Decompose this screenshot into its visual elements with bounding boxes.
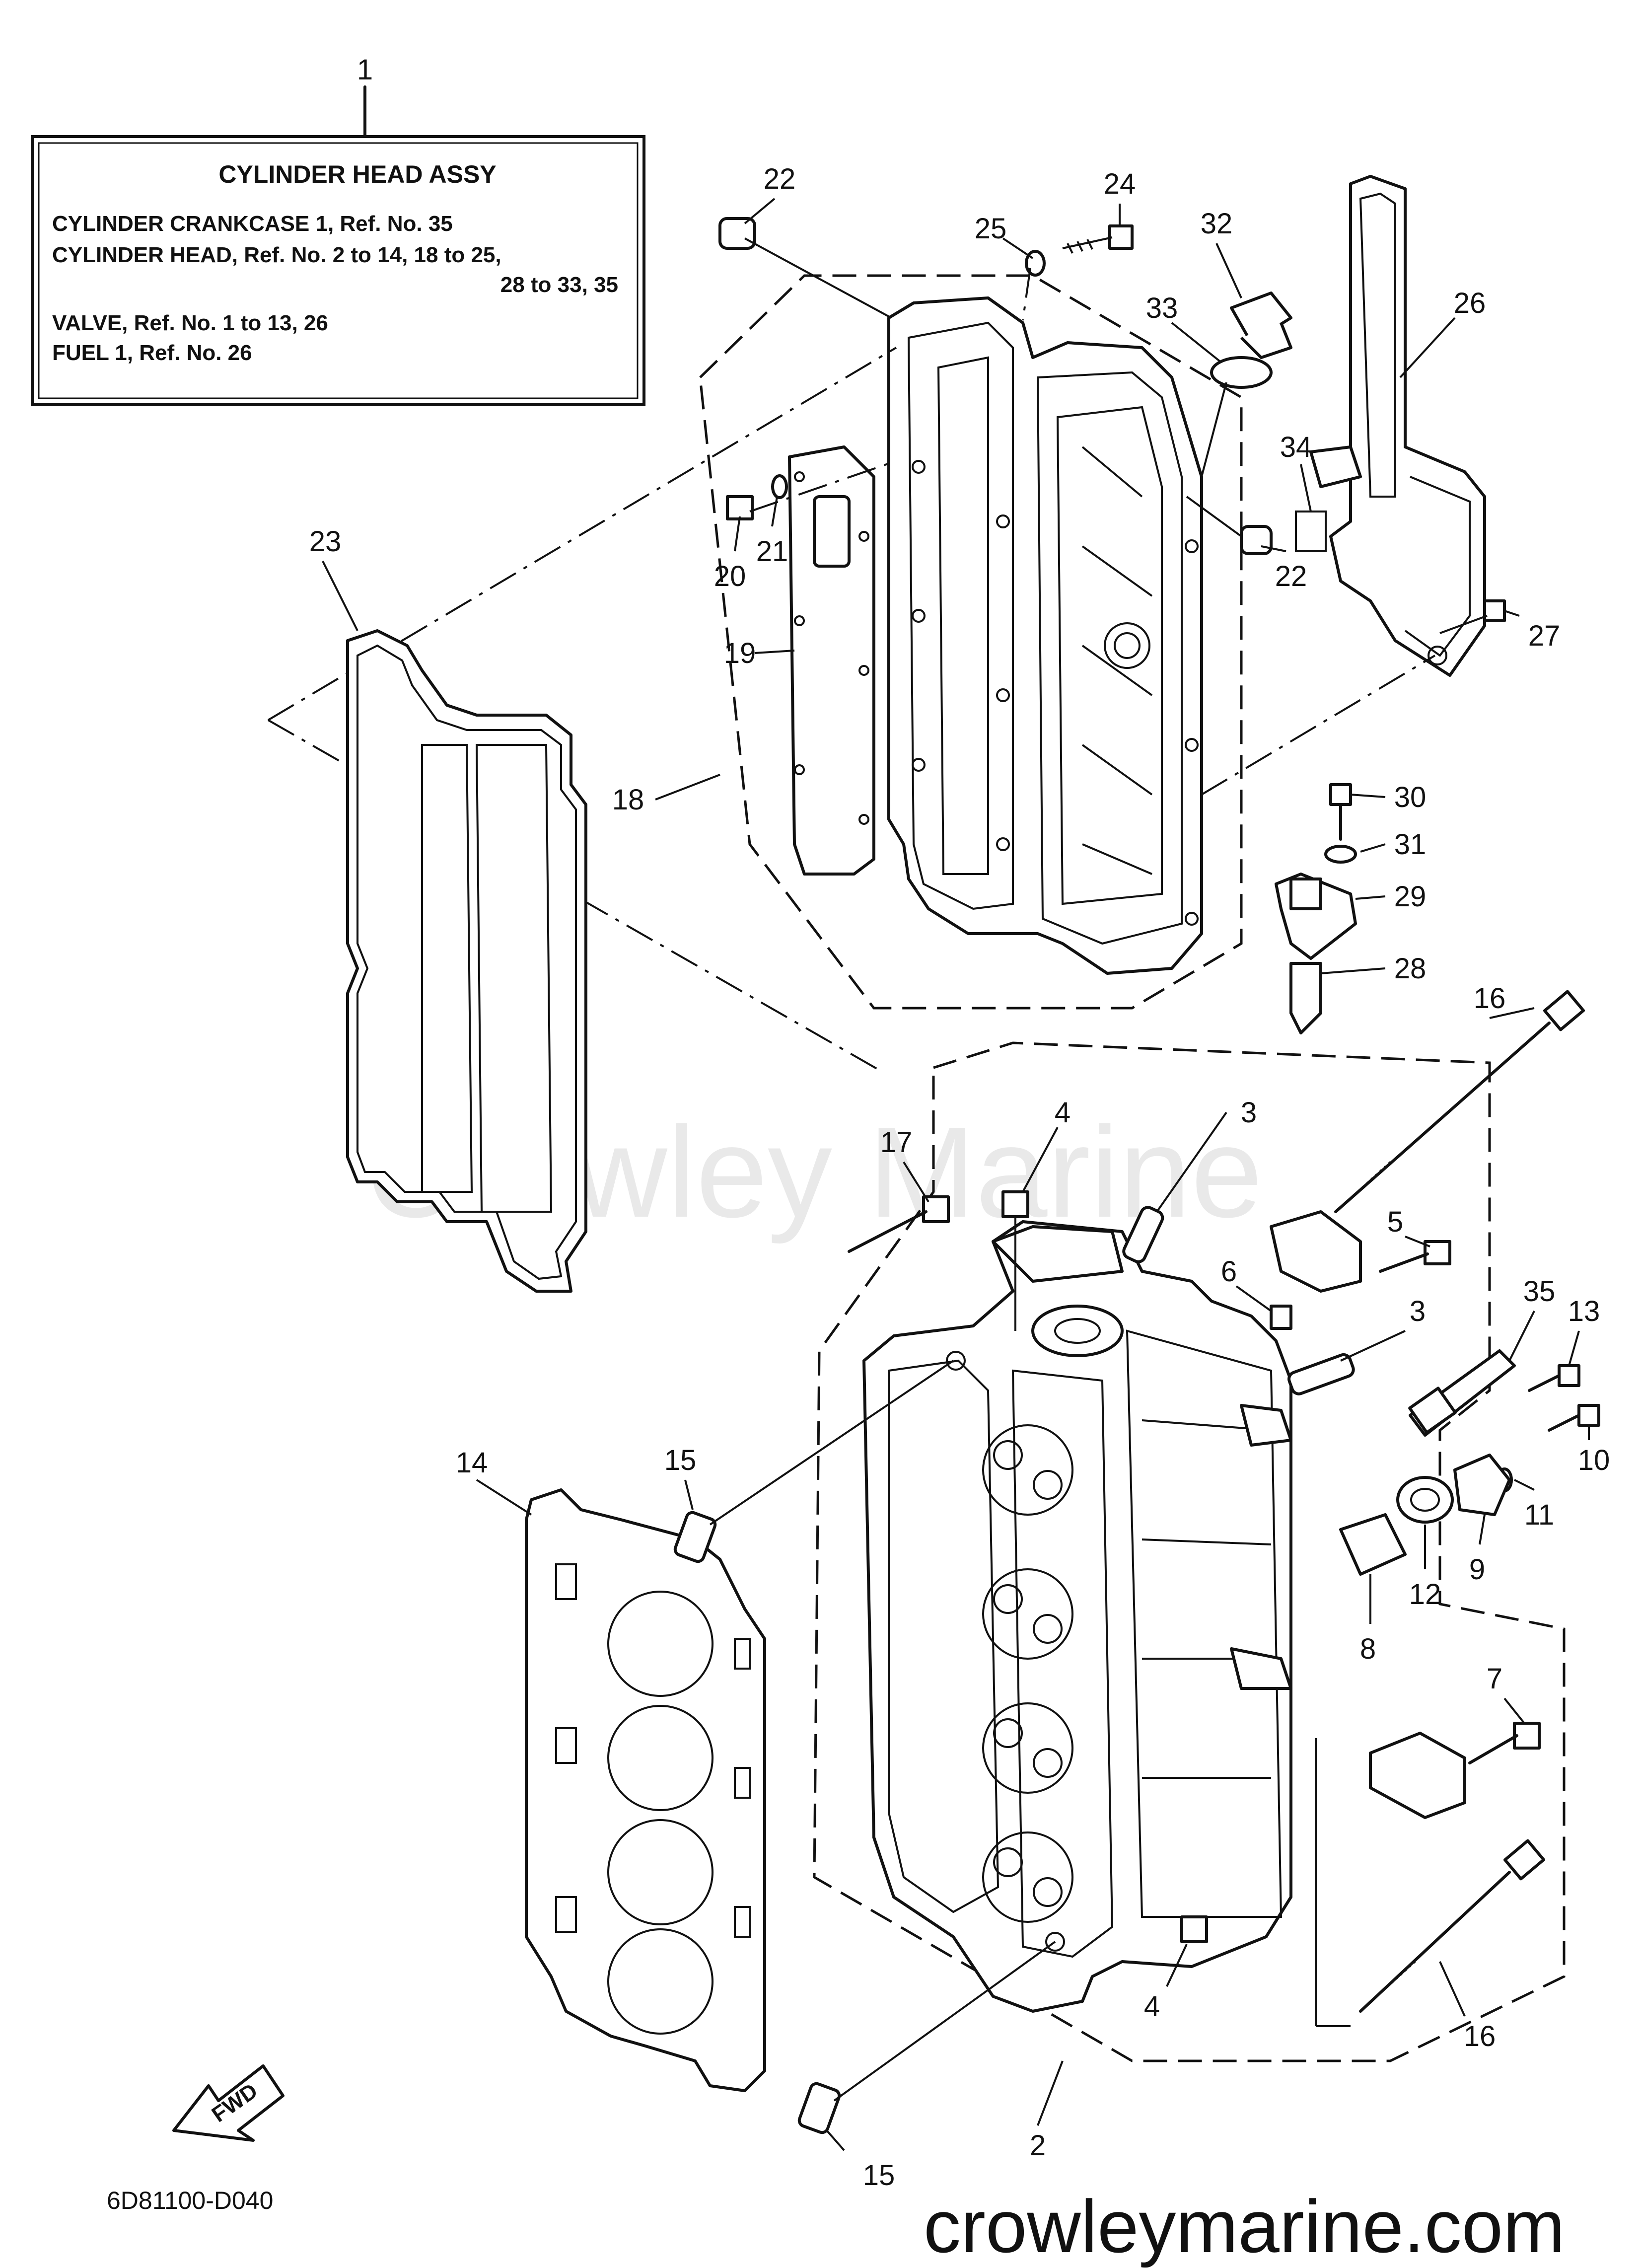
callout-9: 9	[1469, 1553, 1485, 1586]
callout-2: 2	[1030, 2129, 1046, 2162]
dowel-pin-15-upper	[673, 1360, 954, 1563]
bolt-10	[1548, 1404, 1600, 1432]
bracket-26	[1309, 175, 1486, 677]
callout-13: 13	[1568, 1295, 1600, 1327]
callout-26: 26	[1454, 287, 1486, 319]
callout-23: 23	[309, 525, 342, 558]
callout-4-bottom: 4	[1144, 1990, 1160, 2023]
diagram-code: 6D81100-D040	[107, 2187, 273, 2214]
dowel-3-right	[1287, 1353, 1355, 1395]
info-box-line-2: CYLINDER HEAD, Ref. No. 2 to 14, 18 to 2…	[52, 243, 501, 267]
callout-27: 27	[1528, 620, 1561, 652]
head-group-outline	[813, 1041, 1566, 2062]
bolt-24	[1062, 224, 1134, 254]
long-bolt-16-top	[1334, 990, 1585, 1213]
info-box-frame	[31, 135, 645, 406]
callout-34: 34	[1280, 431, 1312, 463]
spark-plug-35	[1408, 1349, 1516, 1437]
callout-12: 12	[1409, 1578, 1441, 1610]
callout-3-right: 3	[1410, 1295, 1426, 1327]
grommet-22-top	[718, 217, 892, 319]
callout-25: 25	[975, 213, 1007, 245]
callout-6: 6	[1221, 1255, 1237, 1288]
footer-url: crowleymarine.com	[924, 2185, 1565, 2268]
o-ring-33	[1210, 356, 1273, 389]
callout-24: 24	[1104, 168, 1136, 200]
callout-22-right: 22	[1275, 560, 1307, 592]
callout-33: 33	[1146, 292, 1178, 324]
callout-11: 11	[1524, 1499, 1554, 1531]
plug-4-bottom	[1180, 1915, 1208, 1943]
cover-plate	[788, 445, 875, 876]
callout-32: 32	[1201, 208, 1233, 240]
cover-9	[1453, 1454, 1511, 1516]
callout-15-lower: 15	[863, 2159, 895, 2192]
washer-31	[1324, 845, 1357, 864]
washer-21	[771, 474, 788, 499]
plug-4-top	[1001, 1190, 1029, 1218]
info-box-line-3: 28 to 33, 35	[500, 273, 618, 297]
label-34	[1295, 511, 1327, 552]
cover-gasket-23	[346, 629, 587, 1293]
projection-line	[749, 461, 894, 512]
info-box-line-5: FUEL 1, Ref. No. 26	[52, 341, 252, 365]
sleeve-8	[1339, 1513, 1407, 1576]
clamp-5	[1270, 1210, 1451, 1293]
callout-29: 29	[1394, 880, 1427, 913]
plug-28	[1289, 962, 1322, 1034]
callout-1: 1	[357, 54, 373, 86]
callout-16-top: 16	[1474, 982, 1506, 1015]
forward-arrow-icon: FWD	[172, 2064, 285, 2142]
clamp-7	[1369, 1722, 1541, 1819]
cover-group-outline	[699, 274, 1243, 1010]
pin-6	[1270, 1305, 1292, 1330]
washer-25	[1022, 250, 1046, 321]
callout-labels: 22 24 25 32 33 26 34 20 21 22 27 23 19 1…	[309, 163, 1610, 2192]
long-bolt-16-bottom	[1359, 1839, 1546, 2013]
sensor-29	[1275, 873, 1357, 960]
dowel-3-top	[1122, 1206, 1164, 1263]
head-gasket-14	[525, 1488, 766, 2092]
info-box: 1 CYLINDER HEAD ASSY CYLINDER CRANKCASE …	[31, 54, 645, 406]
callout-17: 17	[880, 1126, 913, 1159]
bolt-13	[1528, 1364, 1580, 1392]
bolt-30	[1329, 783, 1352, 841]
callout-30: 30	[1394, 781, 1427, 813]
seal-12	[1396, 1476, 1454, 1524]
callout-35: 35	[1523, 1275, 1556, 1308]
callout-22-top: 22	[764, 163, 796, 195]
bolt-20	[726, 495, 754, 520]
callout-3-top: 3	[1241, 1097, 1257, 1129]
callout-16-bottom: 16	[1464, 2020, 1496, 2052]
oil-cap-32	[1230, 292, 1292, 359]
cylinder-head	[862, 1220, 1292, 2013]
info-box-line-1: CYLINDER CRANKCASE 1, Ref. No. 35	[52, 212, 453, 236]
callout-28: 28	[1394, 952, 1427, 985]
callout-10: 10	[1578, 1444, 1610, 1476]
callout-15-upper: 15	[664, 1444, 697, 1476]
callout-leaders	[322, 198, 1590, 2151]
info-box-line-4: VALVE, Ref. No. 1 to 13, 26	[52, 311, 328, 335]
callout-5: 5	[1387, 1206, 1403, 1238]
callout-21: 21	[756, 535, 788, 568]
callout-7: 7	[1487, 1663, 1502, 1695]
cylinder-head-cover	[887, 296, 1203, 975]
callout-31: 31	[1394, 828, 1427, 861]
callout-4-top: 4	[1055, 1097, 1071, 1129]
projection-line	[1201, 655, 1436, 796]
callout-20: 20	[714, 560, 746, 592]
info-box-title: CYLINDER HEAD ASSY	[218, 160, 496, 188]
callout-8: 8	[1360, 1633, 1376, 1665]
callout-18: 18	[612, 784, 644, 816]
dowel-pin-15-lower	[797, 1941, 1056, 2134]
callout-14: 14	[456, 1447, 488, 1479]
callout-19: 19	[724, 637, 756, 669]
